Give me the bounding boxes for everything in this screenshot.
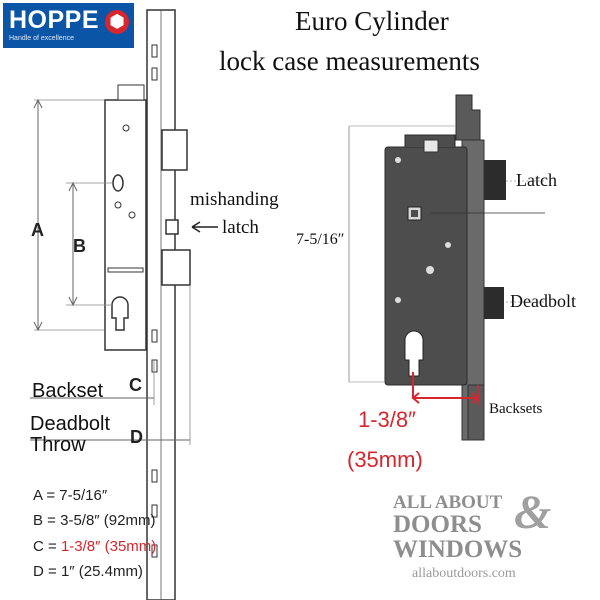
backset-label: Backset [32, 380, 104, 402]
dimension-letter-b: B [73, 236, 86, 256]
measurement-d-prefix: D = [33, 563, 61, 580]
watermark-ampersand: & [514, 486, 552, 539]
measurement-a-value: 7-5/16″ [59, 487, 108, 504]
watermark-line2: DOORS [393, 511, 482, 538]
mishanding-label: mishanding [190, 189, 279, 210]
logo-name: HOPPE [9, 6, 100, 34]
dimension-letter-d: D [130, 427, 143, 447]
page-title-line2: lock case measurements [219, 46, 480, 76]
measurement-d-value: 1″ (25.4mm) [60, 563, 143, 580]
measurement-a-prefix: A = [33, 487, 60, 504]
dimension-letter-c: C [129, 375, 142, 395]
measurement-b-value: 3-5/8″ (92mm) [60, 512, 156, 529]
mishanding-latch-label: latch [222, 217, 259, 238]
hoppe-logo: HOPPE Handle of excellence ⬢ [3, 3, 134, 48]
measurement-c: C = 1-3/8″ (35mm) [33, 538, 156, 555]
measurement-c-value: 1-3/8″ (35mm) [60, 538, 157, 555]
measurement-c-prefix: C = [33, 538, 61, 555]
watermark-url: allaboutdoors.com [412, 566, 516, 581]
watermark-line3: WINDOWS [393, 536, 523, 563]
deadbolt-throw-label-line1: Deadbolt [30, 413, 111, 435]
deadbolt-throw-label-line2: Throw [30, 434, 86, 456]
page-title-line1: Euro Cylinder [295, 6, 449, 36]
dimension-letter-a: A [31, 220, 44, 240]
measurement-a: A = 7-5/16″ [33, 487, 107, 504]
watermark-line1: ALL ABOUT [393, 492, 503, 513]
measurement-b: B = 3-5/8″ (92mm) [33, 512, 155, 529]
deadbolt-label: Deadbolt [510, 291, 576, 311]
backset-value: 1-3/8″ [358, 407, 416, 432]
hoppe-emblem-icon: ⬢ [105, 10, 129, 34]
backsets-label: Backsets [489, 401, 543, 417]
height-label: 7-5/16″ [296, 231, 345, 248]
logo-tagline: Handle of excellence [9, 35, 74, 42]
measurement-d: D = 1″ (25.4mm) [33, 563, 143, 580]
measurement-b-prefix: B = [33, 512, 61, 529]
backset-metric: (35mm) [347, 447, 423, 472]
latch-label: Latch [516, 170, 557, 190]
